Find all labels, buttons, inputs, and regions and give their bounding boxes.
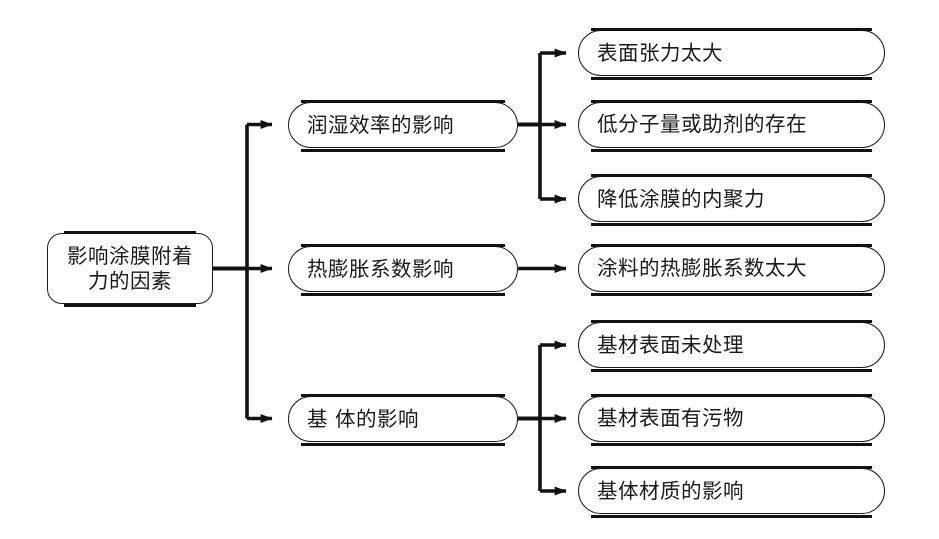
leaf-substrate-material-influence-label: 基体材质的影响 — [597, 478, 744, 503]
leaf-low-molecular-weight-or-additives[interactable]: 低分子量或助剂的存在 — [578, 99, 885, 152]
leaf-substrate-surface-untreated-label: 基材表面未处理 — [597, 332, 744, 357]
box-top-rule — [591, 99, 872, 103]
box-top-rule — [301, 394, 505, 397]
leaf-coating-thermal-expansion-too-large-label: 涂料的热膨胀系数太大 — [597, 256, 807, 280]
connector-branch3-fanout — [518, 340, 567, 496]
box-shadow-rule — [301, 443, 505, 446]
leaf-surface-tension-too-high-label: 表面张力太大 — [597, 40, 723, 65]
leaf-substrate-surface-contaminated[interactable]: 基材表面有污物 — [578, 393, 885, 446]
box-top-rule — [591, 28, 872, 31]
root-node[interactable]: 影响涂膜附着 力的因素 — [47, 231, 213, 307]
leaf-reduced-film-cohesion[interactable]: 降低涂膜的内聚力 — [578, 174, 885, 226]
box-top-rule — [591, 243, 872, 247]
root-node-label: 影响涂膜附着 力的因素 — [67, 243, 193, 293]
box-shadow-rule — [64, 304, 196, 307]
leaf-coating-thermal-expansion-too-large[interactable]: 涂料的热膨胀系数太大 — [578, 243, 885, 296]
box-shadow-rule — [591, 223, 872, 226]
box-top-rule — [591, 393, 872, 397]
box-shadow-rule — [591, 148, 872, 152]
box-shadow-rule — [591, 292, 872, 296]
box-shadow-rule — [591, 369, 872, 372]
connector-branch1-fanout — [518, 48, 567, 204]
box-top-rule — [591, 466, 872, 469]
leaf-substrate-surface-contaminated-label: 基材表面有污物 — [597, 406, 744, 430]
box-shadow-rule — [301, 149, 505, 152]
branch-wetting-efficiency[interactable]: 润湿效率的影响 — [288, 100, 518, 152]
box-shadow-rule — [591, 442, 872, 446]
box-shadow-rule — [301, 293, 505, 296]
branch-wetting-efficiency-label: 润湿效率的影响 — [307, 112, 454, 137]
box-top-rule — [301, 100, 505, 103]
branch-substrate-influence[interactable]: 基 体的影响 — [288, 394, 518, 446]
leaf-substrate-surface-untreated[interactable]: 基材表面未处理 — [578, 320, 885, 372]
leaf-substrate-material-influence[interactable]: 基体材质的影响 — [578, 466, 885, 518]
branch-substrate-influence-label: 基 体的影响 — [307, 406, 420, 431]
box-shadow-rule — [591, 515, 872, 518]
leaf-reduced-film-cohesion-label: 降低涂膜的内聚力 — [597, 186, 765, 211]
box-top-rule — [591, 174, 872, 177]
box-top-rule — [301, 244, 505, 247]
leaf-low-molecular-weight-or-additives-label: 低分子量或助剂的存在 — [597, 112, 807, 136]
branch-thermal-expansion-label: 热膨胀系数影响 — [307, 256, 454, 281]
branch-thermal-expansion[interactable]: 热膨胀系数影响 — [288, 244, 518, 296]
leaf-surface-tension-too-high[interactable]: 表面张力太大 — [578, 28, 885, 80]
box-shadow-rule — [591, 77, 872, 80]
box-top-rule — [591, 320, 872, 323]
box-top-rule — [64, 231, 196, 234]
